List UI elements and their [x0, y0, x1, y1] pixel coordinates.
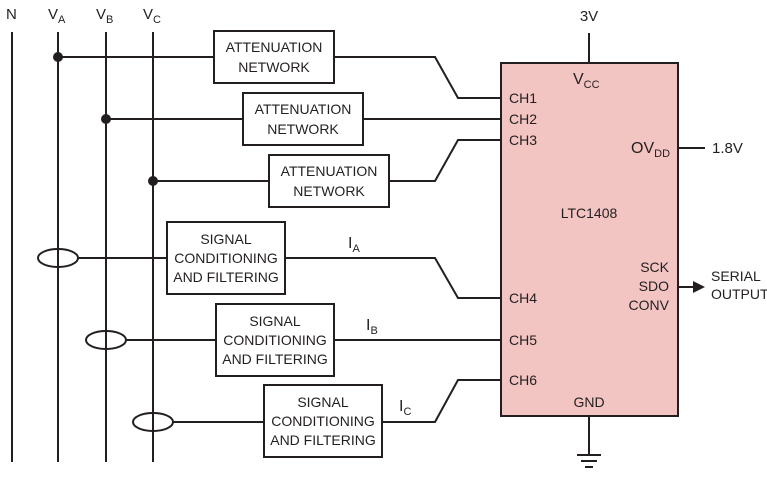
- conditioning-3-line2: CONDITIONING: [271, 413, 374, 429]
- conditioning-2-line2: CONDITIONING: [223, 332, 326, 348]
- attenuation-network-1: [213, 30, 335, 84]
- conditioning-1-line2: CONDITIONING: [174, 250, 277, 266]
- ltc1408-chip: [500, 62, 679, 417]
- io-supply-label: 1.8V: [712, 140, 743, 157]
- supply-3v-label: 3V: [580, 8, 598, 25]
- ch1-pin-label: CH1: [509, 90, 537, 106]
- va-label: VA: [48, 6, 66, 26]
- vcc-pin-label: VCC: [573, 71, 600, 91]
- signal-conditioning-1: [166, 221, 286, 295]
- attenuation-1-line2: NETWORK: [238, 59, 310, 75]
- ic-label: IC: [399, 398, 411, 418]
- conditioning-3-line1: SIGNAL: [297, 394, 349, 410]
- ch4-pin-label: CH4: [509, 290, 537, 306]
- serial-output-line1: SERIAL: [711, 268, 761, 284]
- ia-label: IA: [348, 235, 360, 255]
- conditioning-1-line3: AND FILTERING: [173, 269, 279, 285]
- ch6-pin-label: CH6: [509, 372, 537, 388]
- vb-label: VB: [96, 6, 113, 26]
- ch1-wire: [334, 56, 501, 99]
- serial-output-line2: OUTPUT: [711, 286, 767, 302]
- ch5-pin-label: CH5: [509, 332, 537, 348]
- attenuation-1-line1: ATTENUATION: [226, 39, 323, 55]
- attenuation-2-line1: ATTENUATION: [255, 101, 352, 117]
- ch6-wire: [382, 379, 501, 423]
- conditioning-3-line3: AND FILTERING: [270, 432, 376, 448]
- ch4-wire: [285, 257, 501, 299]
- gnd-pin-label: GND: [573, 394, 604, 410]
- neutral-label: N: [6, 6, 17, 23]
- signal-conditioning-2: [215, 303, 335, 377]
- ib-label: IB: [366, 317, 378, 337]
- attenuation-network-3: [268, 154, 390, 208]
- attenuation-3-line2: NETWORK: [293, 183, 365, 199]
- attenuation-network-2: [242, 92, 364, 146]
- ground-icon: [577, 454, 601, 468]
- serial-output-arrow-icon: [693, 281, 705, 293]
- conv-pin-label: CONV: [629, 297, 670, 313]
- ch3-wire: [389, 139, 501, 182]
- signal-conditioning-3: [263, 384, 383, 458]
- ch2-pin-label: CH2: [509, 111, 537, 127]
- attenuation-3-line1: ATTENUATION: [281, 163, 378, 179]
- attenuation-2-line2: NETWORK: [267, 121, 339, 137]
- ovdd-pin-label: OVDD: [631, 140, 670, 160]
- vc-label: VC: [143, 6, 161, 26]
- conditioning-2-line1: SIGNAL: [249, 313, 301, 329]
- chip-name-label: LTC1408: [561, 205, 618, 221]
- conditioning-1-line1: SIGNAL: [200, 231, 252, 247]
- ch3-pin-label: CH3: [509, 132, 537, 148]
- sck-pin-label: SCK: [640, 259, 669, 275]
- sdo-pin-label: SDO: [639, 278, 669, 294]
- conditioning-2-line3: AND FILTERING: [222, 351, 328, 367]
